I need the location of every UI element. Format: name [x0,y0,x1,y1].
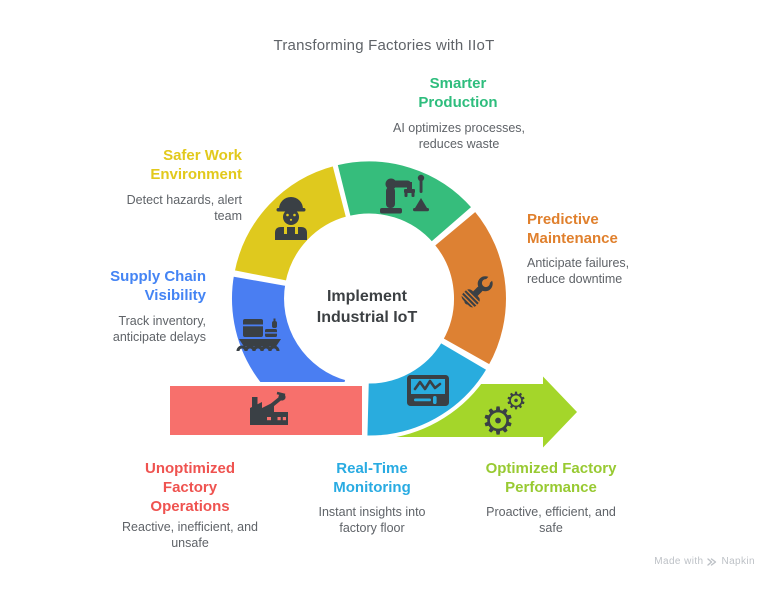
label-predictive-maintenance-body: Anticipate failures, reduce downtime [527,256,630,286]
label-safer-work-heading: Safer Work Environment [150,147,242,183]
cargo-ship-icon [236,318,281,352]
gears-icon: ⚙ [481,399,515,443]
monitor-waveform-icon [407,375,449,406]
watermark-brand: Napkin [721,556,755,567]
label-safer-work-body: Detect hazards, alert team [126,193,242,223]
label-smarter-production-body: AI optimizes processes, reduces waste [393,121,525,151]
label-supply-chain-body: Track inventory, anticipate delays [112,314,206,344]
center-label: Implement Industrial IoT [316,288,418,326]
hand-wrench-icon [461,274,495,308]
segment-predictive-maintenance [429,206,510,370]
label-predictive-maintenance-heading: Predictive Maintenance [527,211,618,247]
watermark: Made with Napkin [654,556,755,567]
label-optimized-factory-body: Proactive, efficient, and safe [486,505,616,535]
label-unoptimized-factory-heading: Unoptimized Factory Operations [145,460,235,515]
napkin-logo-icon [707,557,717,566]
label-smarter-production-heading: Smarter Production [418,75,498,111]
factory-robot-icon [250,391,288,425]
optimized-arrow [386,376,577,448]
segment-smarter-production [332,157,477,247]
gear-small-icon: ⚙ [505,387,527,415]
robot-arm-tools-icon [380,174,429,214]
construction-worker-icon [275,197,307,240]
label-realtime-monitoring-body: Instant insights into factory floor [318,505,426,535]
label-supply-chain-heading: Supply Chain Visibility [110,268,206,304]
watermark-made-with: Made with [654,556,704,567]
page-title: Transforming Factories with IIoT [273,37,495,54]
label-optimized-factory-heading: Optimized Factory Performance [485,460,617,496]
label-unoptimized-factory-body: Reactive, inefficient, and unsafe [122,520,258,550]
label-realtime-monitoring-heading: Real-Time Monitoring [333,460,411,496]
